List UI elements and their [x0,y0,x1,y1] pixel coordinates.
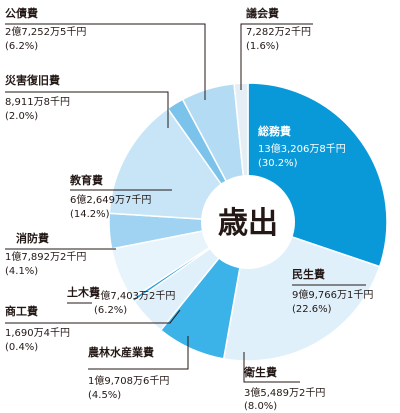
label-name: 災害復旧費 [4,73,60,87]
label-amount: 7,282万2千円 [246,26,311,38]
label-name: 公債費 [5,6,38,20]
center-hole [201,175,295,269]
label-percent: (6.2%) [94,305,127,316]
label-amount: 1,690万4千円 [5,327,70,339]
label-kosai: 公債費 2億7,252万5千円 (6.2%) [5,6,86,52]
label-doboku: 土木費 2億7,403万2千円 (6.2%) [67,285,175,316]
label-saigai: 災害復旧費 8,911万8千円 (2.0%) [4,73,70,122]
label-name: 教育費 [69,173,103,187]
label-percent: (22.6%) [292,304,332,315]
label-amount: 1億9,708万6千円 [88,374,169,387]
label-percent: (1.6%) [246,41,279,52]
leader-gikai [240,23,313,90]
label-amount: 8,911万8千円 [5,96,70,108]
label-amount: 1億7,892万2千円 [5,250,86,263]
label-eisei: 衛生費 3億5,489万2千円 (8.0%) [243,365,325,412]
leader-norin [88,336,189,370]
label-amount: 2億7,403万2千円 [94,289,175,302]
label-name: 議会費 [246,6,279,20]
label-percent: (0.4%) [5,342,38,353]
label-name: 消防費 [16,231,49,245]
label-percent: (30.2%) [258,158,298,169]
label-percent: (2.0%) [5,111,38,122]
leader-lines-layer [5,23,366,383]
label-somu: 総務費 13億3,206万8千円 (30.2%) [258,124,346,169]
label-name: 土木費 [67,285,100,299]
label-shobo: 消防費 1億7,892万2千円 (4.1%) [5,231,86,277]
label-amount: 13億3,206万8千円 [258,142,346,155]
label-name: 民生費 [292,267,325,281]
label-percent: (6.2%) [5,41,38,52]
label-amount: 6億2,649万7千円 [70,193,151,206]
label-percent: (8.0%) [244,401,277,412]
label-name: 商工費 [5,304,38,318]
label-name: 農林水産業費 [88,345,154,359]
label-amount: 2億7,252万5千円 [5,25,86,38]
label-minsei: 民生費 9億9,766万1千円 (22.6%) [292,267,373,315]
label-name: 総務費 [258,124,291,138]
label-name: 衛生費 [243,365,277,379]
leader-kosai [5,23,206,100]
label-amount: 9億9,766万1千円 [292,288,373,301]
label-amount: 3億5,489万2千円 [244,386,325,399]
center-title: 歳出 [218,206,278,241]
label-shoko: 商工費 1,690万4千円 (0.4%) [5,304,70,353]
label-norin: 農林水産業費 1億9,708万6千円 (4.5%) [88,345,169,401]
label-gikai: 議会費 7,282万2千円 (1.6%) [246,6,311,52]
leader-shoko [5,309,181,324]
leader-eisei [243,352,300,383]
label-percent: (4.5%) [88,390,121,401]
label-percent: (14.2%) [70,209,110,220]
label-percent: (4.1%) [5,266,38,277]
leader-saigai [5,91,169,128]
label-kyoiku: 教育費 6億2,649万7千円 (14.2%) [69,173,151,220]
